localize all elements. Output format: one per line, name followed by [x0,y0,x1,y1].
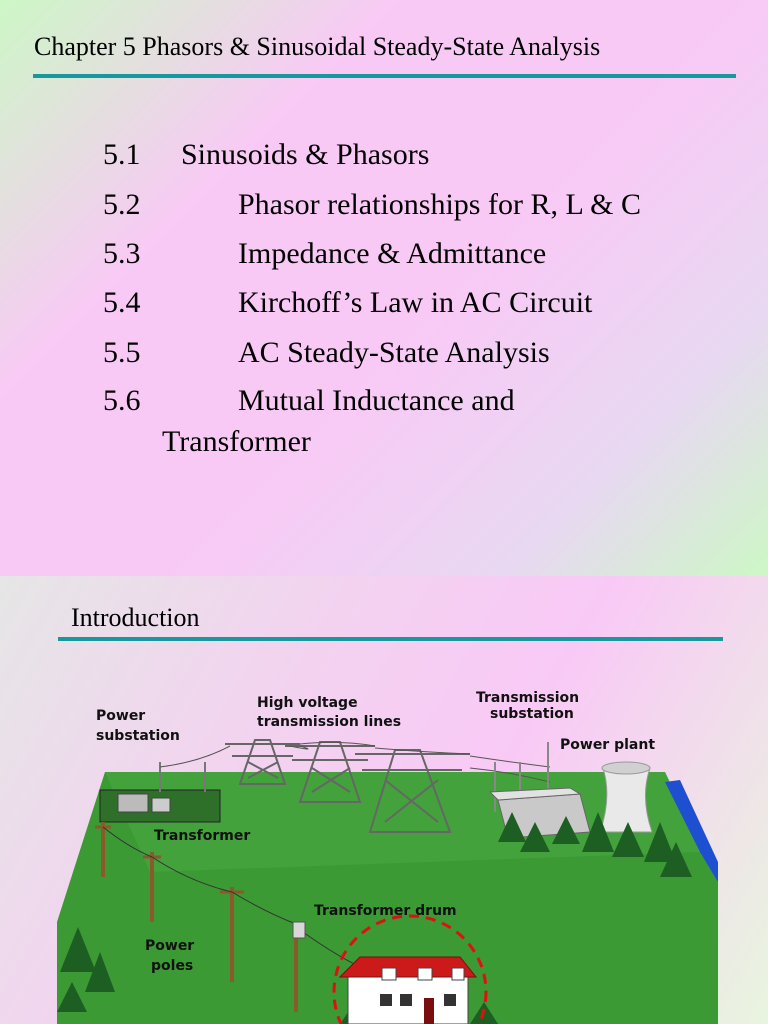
transmission-tower [355,749,470,833]
transmission-tower [285,741,375,803]
toc-number: 5.1 [103,138,141,171]
title-divider [58,637,723,641]
slide-title: Introduction [71,603,200,632]
label-power-poles: Power [145,938,194,954]
toc-text: Impedance & Admittance [238,237,547,270]
label-transformer-drum: Transformer drum [314,903,457,919]
toc-text: Phasor relationships for R, L & C [238,188,642,221]
slide-title: Chapter 5 Phasors & Sinusoidal Steady-St… [34,32,601,61]
label-power-plant: Power plant [560,737,655,753]
power-substation-graphic [99,762,221,823]
label-power-substation: Power [96,708,145,724]
transmission-wires [159,741,551,783]
power-grid-illustration: Power substation High voltage transmissi… [0,672,768,1024]
power-plant-graphic [599,761,653,833]
label-power-substation: substation [96,728,180,744]
transformer-drum-graphic [292,921,306,939]
slide-1: Chapter 5 Phasors & Sinusoidal Steady-St… [0,0,768,576]
toc-text: Mutual Inductance and [238,384,515,417]
label-high-voltage-lines: High voltage [257,695,358,711]
water [665,780,718,882]
house-graphic [338,956,478,1024]
toc-number: 5.2 [103,188,141,221]
toc-number: 5.4 [103,286,141,319]
toc-text: Sinusoids & Phasors [181,138,430,171]
label-high-voltage-lines: transmission lines [257,714,401,730]
toc-number: 5.5 [103,336,141,369]
label-transmission-substation: Transmission [476,690,579,706]
trees [57,812,692,1024]
toc-continuation: Transformer [162,425,311,458]
title-divider [33,74,736,78]
toc-text: AC Steady-State Analysis [238,336,550,369]
label-power-poles: poles [151,958,193,974]
transmission-tower [225,739,300,785]
highlight-circle [332,914,488,1024]
label-transformer: Transformer [154,828,250,844]
toc-number: 5.6 [103,384,141,417]
toc-number: 5.3 [103,237,141,270]
toc-text: Kirchoff’s Law in AC Circuit [238,286,593,319]
label-transmission-substation: substation [490,706,574,722]
